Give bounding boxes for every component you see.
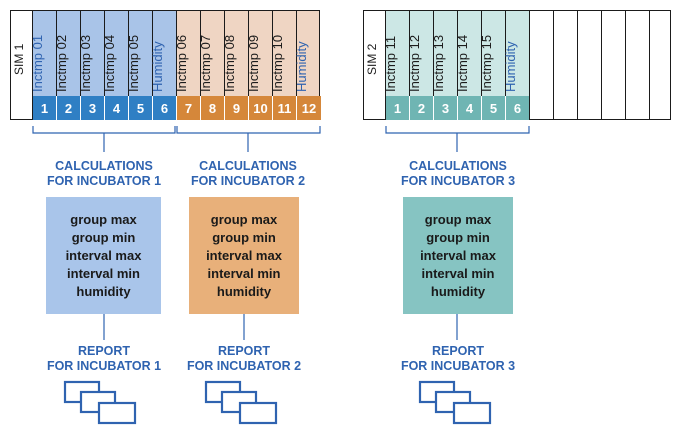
calc-item: group max — [70, 211, 137, 227]
sim1-slot-2: Inctmp 02 — [54, 10, 80, 96]
sim2-empty-slot — [529, 10, 553, 120]
sim1-num-6: 6 — [152, 96, 176, 120]
calc-box-3: group max group min interval max interva… — [403, 197, 513, 314]
sim1-num-8: 8 — [200, 96, 224, 120]
report-title-line: FOR INCUBATOR 3 — [400, 359, 516, 373]
report-documents-icon — [418, 380, 492, 425]
sim2-slot-6: Humidity — [503, 10, 529, 96]
sim2-slot-5: Inctmp 15 — [479, 10, 505, 96]
calc-title-line: FOR INCUBATOR 1 — [46, 174, 162, 188]
calc-item: group max — [424, 211, 492, 227]
report-title-line: FOR INCUBATOR 1 — [46, 359, 162, 373]
sim2-label-cell: SIM 2 — [363, 10, 385, 120]
report-documents-icon — [63, 380, 137, 425]
calc-box-1: group max group min interval max interva… — [46, 197, 161, 314]
sim1-num-7: 7 — [176, 96, 200, 120]
sim1-slot-3: Inctmp 03 — [78, 10, 104, 96]
bracket-incubator-3 — [385, 126, 530, 152]
report-title-line: FOR INCUBATOR 2 — [186, 359, 302, 373]
sim1-slot-9: Inctmp 08 — [222, 10, 248, 96]
sim1-num-3: 3 — [80, 96, 104, 120]
sim1-num-12: 12 — [296, 96, 321, 120]
calc-box-2: group max group min interval max interva… — [189, 197, 299, 314]
sim1-slot-8: Inctmp 07 — [198, 10, 224, 96]
calc-item: interval min — [207, 265, 281, 281]
sim2-slot-2: Inctmp 12 — [407, 10, 433, 96]
sim2-empty-slot — [553, 10, 577, 120]
calc-title-3: CALCULATIONS FOR INCUBATOR 3 — [378, 159, 538, 189]
calc-item: interval min — [67, 265, 140, 281]
calc-item: humidity — [216, 283, 272, 299]
calc-title-line: CALCULATIONS — [199, 159, 297, 173]
report-title-3: REPORT FOR INCUBATOR 3 — [378, 344, 538, 374]
report-documents-icon — [204, 380, 278, 425]
calc-item: humidity — [76, 283, 131, 299]
bracket-incubator-1 — [32, 126, 176, 152]
report-title-1: REPORT FOR INCUBATOR 1 — [24, 344, 184, 374]
sim1-num-10: 10 — [248, 96, 272, 120]
sim1-num-5: 5 — [128, 96, 152, 120]
sim1-slot-6: Humidity — [150, 10, 176, 96]
sim1-slot-7: Inctmp 06 — [174, 10, 200, 96]
bracket-incubator-2 — [176, 126, 321, 152]
sim1-slot-12: Humidity — [294, 10, 320, 96]
sim2-slot-4: Inctmp 14 — [455, 10, 481, 96]
sim1-num-4: 4 — [104, 96, 128, 120]
report-title-line: REPORT — [77, 344, 131, 358]
sim2-empty-slot — [601, 10, 625, 120]
sim1-num-11: 11 — [272, 96, 296, 120]
sim1-slot-10: Inctmp 09 — [246, 10, 272, 96]
sim2-slot-1: Inctmp 11 — [383, 10, 409, 96]
sim1-num-9: 9 — [224, 96, 248, 120]
calc-item: humidity — [430, 283, 486, 299]
sim2-num-2: 2 — [409, 96, 433, 120]
calc-item: interval max — [206, 247, 282, 263]
calc-item: group max — [210, 211, 278, 227]
sim2-slot-3: Inctmp 13 — [431, 10, 457, 96]
sim2-num-6: 6 — [505, 96, 529, 120]
calc-title-line: FOR INCUBATOR 2 — [190, 174, 306, 188]
calc-item: interval max — [420, 247, 496, 263]
calc-title-line: CALCULATIONS — [409, 159, 507, 173]
sim2-num-5: 5 — [481, 96, 505, 120]
sim2-empty-slot — [577, 10, 601, 120]
sim2-empty-slot — [649, 10, 671, 120]
sim2-num-1: 1 — [385, 96, 409, 120]
report-title-line: REPORT — [217, 344, 271, 358]
sim2-num-3: 3 — [433, 96, 457, 120]
calc-title-2: CALCULATIONS FOR INCUBATOR 2 — [168, 159, 328, 189]
sim2-empty-slot — [625, 10, 649, 120]
calc-title-line: FOR INCUBATOR 3 — [400, 174, 516, 188]
sim1-num-1: 1 — [32, 96, 56, 120]
calc-item: interval max — [65, 247, 142, 263]
calc-item: group min — [212, 229, 276, 245]
sim2-num-4: 4 — [457, 96, 481, 120]
sim1-slot-1: Inctmp 01 — [30, 10, 56, 96]
calc-item: interval min — [421, 265, 495, 281]
sim1-slot-5: Inctmp 05 — [126, 10, 152, 96]
report-title-line: REPORT — [431, 344, 485, 358]
sim1-slot-4: Inctmp 04 — [102, 10, 128, 96]
sim1-num-2: 2 — [56, 96, 80, 120]
calc-title-line: CALCULATIONS — [55, 159, 153, 173]
calc-item: group min — [426, 229, 490, 245]
report-title-2: REPORT FOR INCUBATOR 2 — [164, 344, 324, 374]
calc-title-1: CALCULATIONS FOR INCUBATOR 1 — [24, 159, 184, 189]
sim1-label-cell: SIM 1 — [10, 10, 32, 120]
sim1-slot-11: Inctmp 10 — [270, 10, 296, 96]
calc-item: group min — [71, 229, 136, 245]
